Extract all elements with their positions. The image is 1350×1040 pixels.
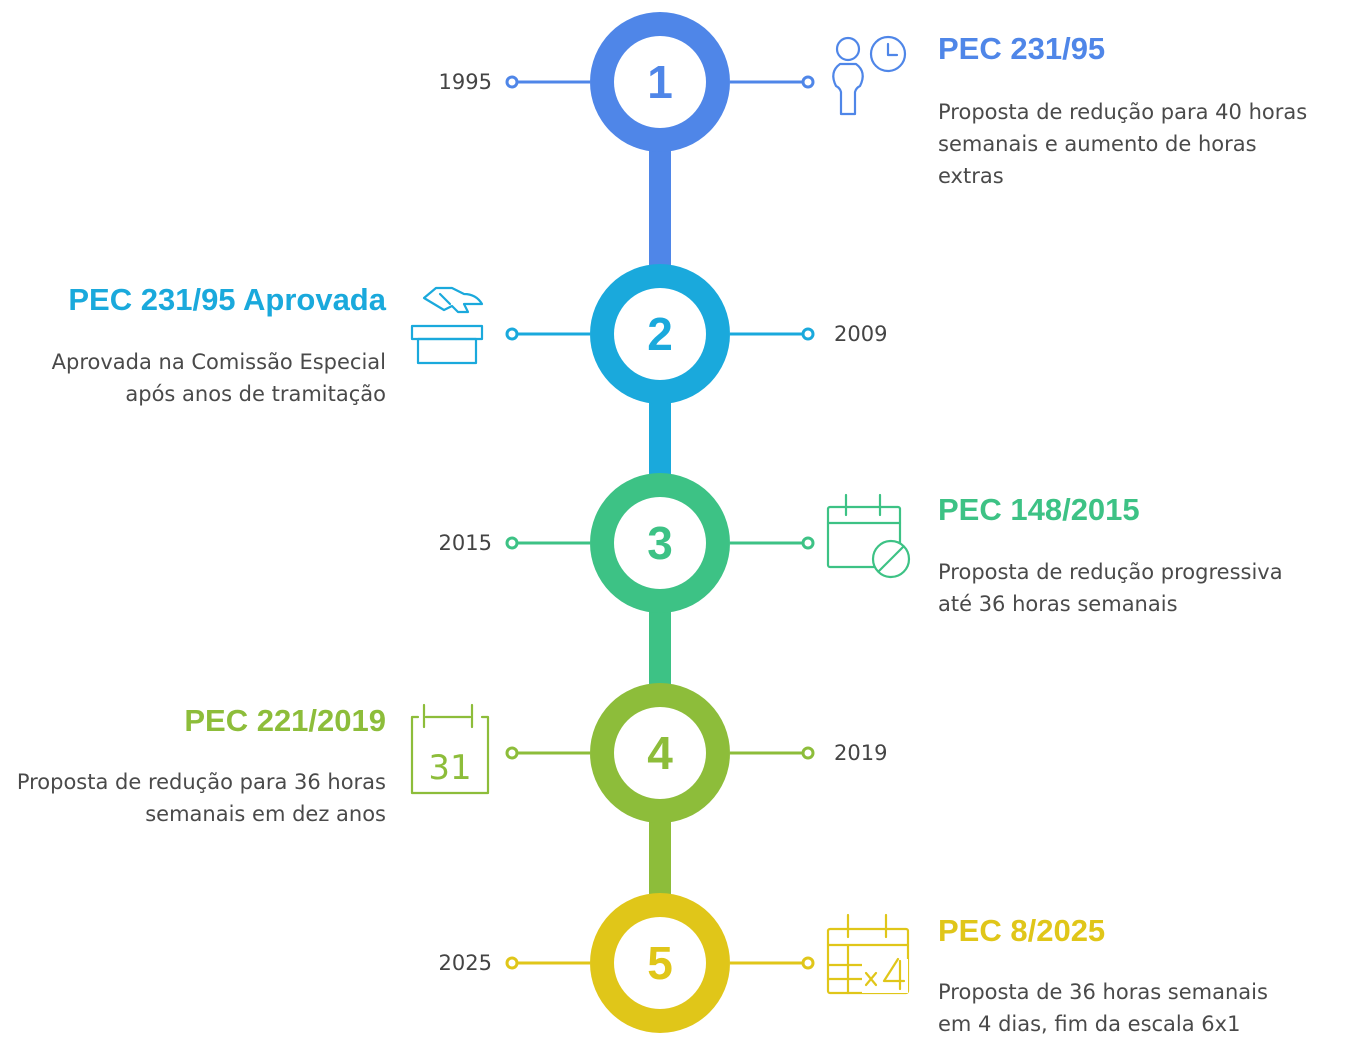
left-arm-dot-2 [505,327,519,341]
milestone-description-line: Proposta de redução para 40 horas [938,100,1308,124]
milestone-year-2: 2009 [834,322,888,346]
right-arm-dot-4 [801,746,815,760]
timeline-connector-4 [649,821,671,895]
milestone-center-3 [614,497,706,589]
milestone-center-4 [614,707,706,799]
calendar-cancel-icon [826,493,911,579]
timeline-connector-3 [649,611,671,685]
milestone-number-4: 4 [647,727,673,779]
milestone-year-5: 2025 [438,951,492,975]
milestone-number-3: 3 [647,517,673,569]
timeline-connector-2 [649,402,671,475]
milestone-center-1 [614,36,706,128]
right-arm-dot-5 [801,956,815,970]
milestone-title-3: PEC 148/2015 [938,492,1140,527]
milestone-description-line: Proposta de redução progressiva [938,560,1283,584]
milestone-year-1: 1995 [438,70,492,94]
person-clock-icon [832,35,907,116]
left-arm-dot-3 [505,536,519,550]
right-arm-dot-3 [801,536,815,550]
calendar-x4-icon [826,913,910,995]
milestone-description-line: Aprovada na Comissão Especial [51,350,386,374]
milestone-description-4: Proposta de redução para 36 horas semanai… [0,766,386,830]
milestone-title-1: PEC 231/95 [938,31,1106,66]
left-arm-dot-1 [505,75,519,89]
milestone-description-3: Proposta de redução progressiva até 36 ho… [938,556,1350,620]
milestone-year-3: 2015 [438,531,492,555]
right-arm-dot-1 [801,75,815,89]
timeline-connector-1 [649,150,671,266]
milestone-description-2: Aprovada na Comissão Especial após anos d… [0,346,386,410]
calendar-31-icon: 31 [410,703,490,795]
milestone-description-line: Proposta de 36 horas semanais [938,980,1268,1004]
milestone-description-line: em 4 dias, fim da escala 6x1 [938,1012,1241,1036]
right-arm-dot-2 [801,327,815,341]
milestone-title-4: PEC 221/2019 [184,703,386,738]
milestone-description-line: semanais em dez anos [145,802,386,826]
milestone-title-5: PEC 8/2025 [938,913,1106,948]
milestone-description-line: semanais e aumento de horas [938,132,1257,156]
milestone-center-5 [614,917,706,1009]
ballot-box-icon [410,286,484,365]
milestone-center-2 [614,288,706,380]
milestone-description-line: até 36 horas semanais [938,592,1178,616]
milestone-description-5: Proposta de 36 horas semanais em 4 dias, … [938,976,1350,1040]
milestone-number-1: 1 [647,56,673,108]
milestone-description-line: Proposta de redução para 36 horas [16,770,386,794]
svg-text:31: 31 [428,748,471,788]
milestone-year-4: 2019 [834,741,888,765]
milestone-description-line: extras [938,164,1004,188]
milestone-title-2: PEC 231/95 Aprovada [68,282,386,317]
milestone-description-line: após anos de tramitação [125,382,386,406]
milestone-number-2: 2 [647,308,673,360]
milestone-number-5: 5 [647,937,673,989]
milestone-description-1: Proposta de redução para 40 horas semanai… [938,96,1350,192]
left-arm-dot-4 [505,746,519,760]
left-arm-dot-5 [505,956,519,970]
